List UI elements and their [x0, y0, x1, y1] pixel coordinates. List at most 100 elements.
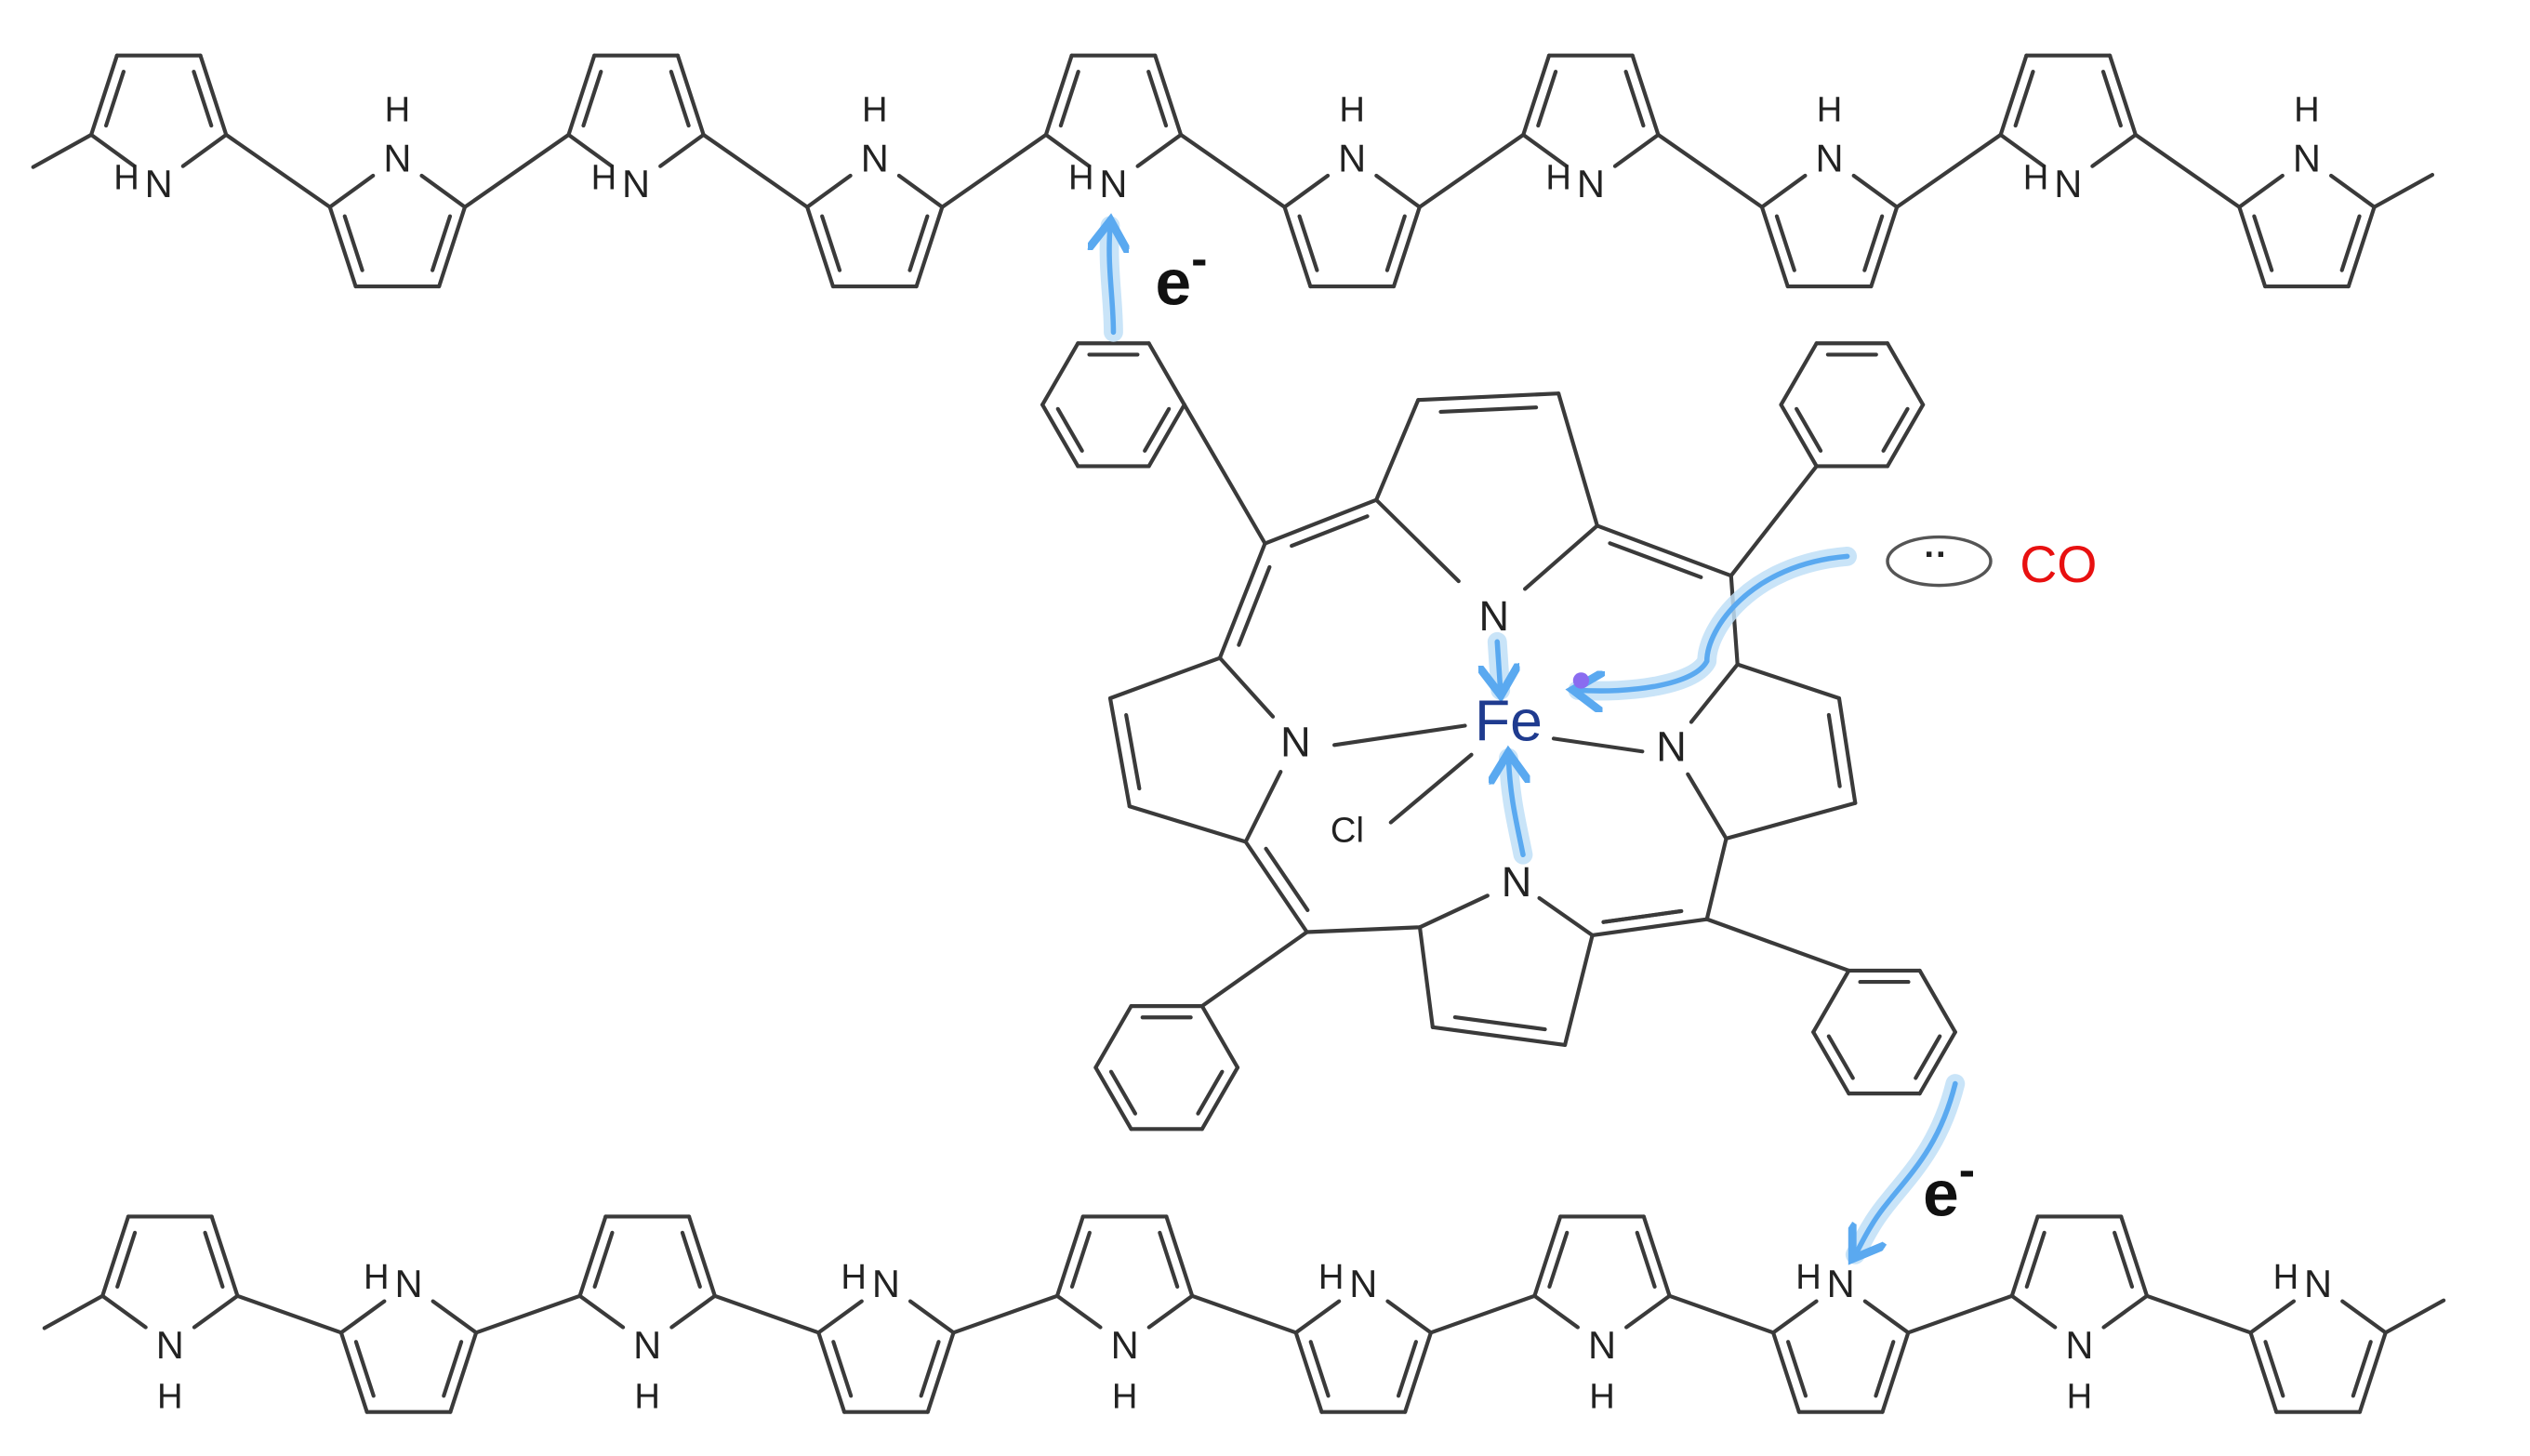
ring-bond — [1556, 391, 1599, 528]
ring-bond — [2237, 205, 2268, 289]
n-to-fe-arrow-top — [1497, 639, 1500, 690]
ring-double-bond — [1826, 712, 1842, 788]
ring-bond — [1641, 1214, 1672, 1298]
pyrrole-ring: NH — [566, 53, 706, 205]
inter-ring-bond — [951, 1293, 1060, 1335]
meso-bond — [1595, 523, 1733, 578]
nitrogen-label: N — [1816, 136, 1844, 179]
chain-end-bond — [42, 1293, 105, 1330]
phenyl-bond — [1811, 1029, 1851, 1096]
ring-bond — [1217, 655, 1276, 719]
ring-bond — [1107, 695, 1132, 809]
ring-bond — [1771, 1330, 1801, 1414]
nitrogen-label: N — [622, 162, 650, 205]
inter-ring-bond — [1417, 132, 1526, 209]
ring-bond — [1759, 205, 1790, 289]
ring-bond — [1164, 1214, 1195, 1298]
ring-bond — [2009, 1293, 2058, 1330]
meso-bridge-bottom-left — [1243, 840, 1423, 934]
ring-bond — [1869, 205, 1900, 289]
ring-bond — [1374, 173, 1422, 209]
ring-bond — [1532, 1293, 1580, 1330]
iron-porphyrin — [1040, 341, 1957, 1132]
inter-ring-bond — [1895, 132, 2003, 209]
meso-double-bond — [1608, 541, 1703, 579]
hydrogen-label: H — [157, 1377, 183, 1417]
ring-bond — [180, 132, 229, 168]
ring-bond — [1416, 391, 1561, 403]
meso-bond — [1217, 541, 1267, 660]
ring-bond — [1385, 1299, 1433, 1335]
pyrrole-ring: NH — [1293, 1257, 1433, 1414]
porphyrin-n-right: N — [1656, 723, 1687, 771]
ring-bond — [1521, 53, 1552, 138]
porphyrin-pyrrole-top — [1374, 391, 1599, 591]
electron-dot — [1572, 672, 1590, 689]
ring-bond — [448, 1330, 479, 1414]
ring-bond — [1054, 1293, 1103, 1330]
electron-label-top: e- — [1156, 232, 1208, 318]
ring-double-bond — [2263, 1340, 2285, 1398]
ring-bond — [1689, 662, 1740, 724]
meso-bond — [1704, 836, 1729, 921]
pyrrole-ring: NH — [1998, 53, 2138, 205]
inter-ring-bond — [2133, 132, 2242, 209]
ring-bond — [2328, 173, 2377, 209]
phenyl-bottom-right — [1704, 917, 1957, 1096]
ring-double-bond — [1297, 214, 1319, 272]
hydrogen-label: H — [113, 157, 139, 197]
ring-bond — [2090, 132, 2138, 168]
ring-bond — [925, 1330, 956, 1414]
hydrogen-label: H — [385, 89, 411, 129]
ring-bond — [2009, 1214, 2040, 1298]
ring-double-bond — [2024, 1230, 2047, 1289]
chain-end-bond — [2383, 1298, 2446, 1335]
nitrogen-label: N — [861, 136, 889, 179]
ring-double-bond — [1635, 1230, 1657, 1289]
ring-bond — [2340, 1299, 2388, 1335]
ring-bond — [100, 1293, 148, 1330]
ring-bond — [1417, 893, 1490, 930]
ring-bond — [1998, 53, 2029, 138]
ring-bond — [566, 53, 597, 138]
ring-bond — [1851, 173, 1900, 209]
ring-bond — [100, 1214, 131, 1298]
ring-bond — [338, 1299, 387, 1335]
ring-bond — [1293, 1299, 1342, 1335]
porphyrin-pyrrole-bottom — [1417, 893, 1595, 1048]
porphyrin-pyrrole-right — [1686, 662, 1858, 841]
ring-bond — [669, 1293, 717, 1330]
ring-bond — [675, 53, 706, 138]
inter-ring-bond — [1178, 132, 1287, 209]
inter-ring-bond — [462, 132, 571, 209]
ring-bond — [1146, 1293, 1195, 1330]
phenyl-bond — [1779, 403, 1819, 469]
iron-label: Fe — [1475, 688, 1543, 753]
ring-double-bond — [430, 214, 453, 272]
phenyl-bottom-left — [1093, 930, 1309, 1132]
phenyl-bond — [1779, 341, 1819, 407]
hydrogen-label: H — [1112, 1377, 1138, 1417]
ring-double-bond — [592, 1230, 615, 1289]
fe-n-bond — [1551, 736, 1645, 754]
ring-bond — [192, 1293, 240, 1330]
pyrrole-ring: NH — [1282, 89, 1422, 289]
phenyl-attach-bond — [1199, 930, 1309, 1009]
ring-bond — [1417, 925, 1435, 1029]
hydrogen-label: H — [591, 157, 617, 197]
phenyl-bond — [1885, 403, 1926, 469]
ring-bond — [907, 1299, 956, 1335]
pyrrole-ring: NH — [1771, 1257, 1911, 1414]
ring-double-bond — [203, 1230, 225, 1289]
phenyl-double-bond — [1881, 406, 1910, 453]
ring-double-bond — [2013, 69, 2035, 128]
ring-double-bond — [1308, 1340, 1331, 1398]
ring-double-bond — [2100, 69, 2123, 128]
ring-double-bond — [1452, 1014, 1547, 1032]
fe-n-bond — [1331, 723, 1467, 748]
ring-double-bond — [192, 69, 214, 128]
ring-bond — [1735, 662, 1842, 701]
ring-bond — [1403, 1330, 1433, 1414]
ring-bond — [1724, 801, 1858, 841]
phenyl-bond — [1811, 968, 1851, 1035]
